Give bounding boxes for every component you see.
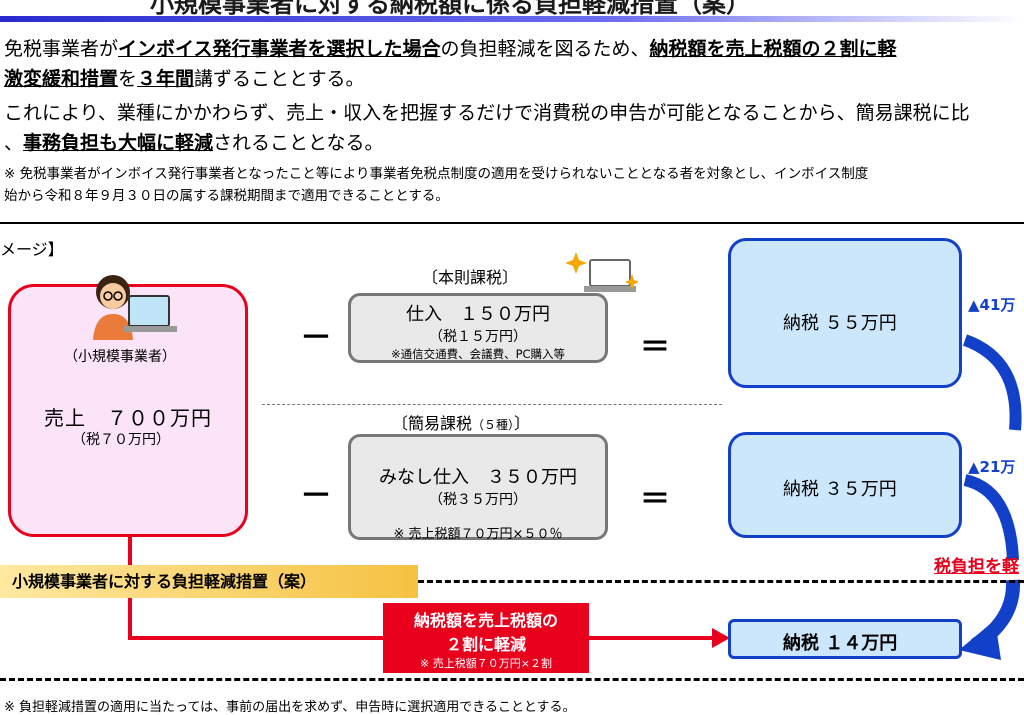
reduction-diff: ▲41万: [968, 296, 1016, 314]
kani-result-box: 納税 ３５万円: [728, 432, 962, 538]
reduction-box: 納税額を売上税額の ２割に軽減 ※ 売上税額７０万円×２割: [383, 603, 589, 673]
minus-sign: －: [300, 476, 333, 514]
emphasis: 激変緩和措置: [4, 68, 119, 90]
reduction-diff: ▲21万: [968, 458, 1016, 476]
note: ※ 免税事業者がインボイス発行事業者となったこと等により事業者免税点制度の適用を…: [4, 163, 868, 207]
reduction-line: ２割に軽減: [445, 635, 526, 654]
result-amount: 納税 １４万円: [783, 633, 898, 654]
business-box: [8, 284, 248, 537]
measure-label: 小規模事業者に対する負担軽減措置（案）: [0, 565, 418, 598]
text: （５種）: [472, 418, 515, 432]
divider: [0, 222, 1024, 224]
kani-label: 〔簡易課税（５種）〕: [392, 410, 530, 434]
laptop-sparkle-icon: [566, 252, 639, 292]
final-result-box: 納税 １４万円: [728, 619, 962, 659]
text: これにより、業種にかかわらず、売上・収入を把握するだけで消費税の申告が可能となる…: [4, 102, 970, 124]
result-amount: 納税 ３５万円: [783, 479, 897, 500]
burden-label: 税負担を軽: [934, 557, 1019, 577]
purchase-amount: 仕入 １５０万円: [406, 304, 550, 325]
arrow-right-icon: [712, 628, 730, 648]
reduction-line: 納税額を売上税額の: [413, 611, 558, 630]
dashed-line: [418, 580, 1024, 583]
curved-arrow-icon: [959, 334, 1022, 660]
text: 講ずることとする。: [194, 68, 365, 90]
note-line: 始から令和８年９月３０日の属する課税期間まで適用できることとする。: [4, 188, 449, 204]
paragraph-1: 免税事業者がインボイス発行事業者を選択した場合の負担軽減を図るため、納税額を売上…: [4, 34, 896, 94]
person-laptop-icon: [93, 275, 177, 340]
text: を: [118, 68, 138, 90]
minus-sign: －: [300, 318, 333, 356]
honsoku-result-box: 納税 ５５万円: [728, 238, 962, 388]
kani-purchase-box: みなし仕入 ３５０万円 （税３５万円） ※ 売上税額７０万円×５０％: [348, 434, 608, 542]
result-amount: 納税 ５５万円: [783, 313, 897, 334]
note-line: ※ 免税事業者がインボイス発行事業者となったこと等により事業者免税点制度の適用を…: [4, 166, 869, 182]
title-bar: 小規模事業者に対する納税額に係る負担軽減措置（案）: [0, 0, 1024, 26]
text: 〕: [514, 414, 531, 433]
text: 、: [4, 132, 24, 154]
honsoku-purchase-box: 仕入 １５０万円 （税１５万円） ※通信交通費、会議費、PC購入等: [348, 293, 608, 363]
sales-tax: （税７０万円）: [72, 432, 170, 448]
honsoku-label: 〔本則課税〕: [422, 268, 519, 287]
purchase-detail: ※ 売上税額７０万円×５０％: [393, 527, 563, 542]
equals-sign: ＝: [640, 482, 670, 517]
page-title: 小規模事業者に対する納税額に係る負担軽減措置（案）: [150, 0, 750, 18]
text: 〔簡易課税: [392, 414, 473, 433]
emphasis: ３年間: [137, 68, 195, 90]
purchase-detail: ※通信交通費、会議費、PC購入等: [390, 347, 566, 361]
sales-amount: 売上 ７００万円: [44, 406, 212, 430]
purchase-tax: （税１５万円）: [429, 329, 527, 345]
paragraph-2: これにより、業種にかかわらず、売上・収入を把握するだけで消費税の申告が可能となる…: [4, 98, 970, 158]
emphasis: インボイス発行事業者を選択した場合: [118, 38, 441, 60]
purchase-amount: みなし仕入 ３５０万円: [379, 467, 577, 488]
text: の負担軽減を図るため、: [440, 38, 650, 60]
dashed-line: [0, 678, 1024, 681]
purchase-tax: （税３５万円）: [429, 492, 527, 508]
title-underline: [0, 16, 1024, 22]
business-type-label: （小規模事業者）: [64, 349, 176, 365]
text: されることとなる。: [213, 132, 384, 154]
footer-note: ※ 負担軽減措置の適用に当たっては、事前の届出を求めず、申告時に選択適用できるこ…: [4, 700, 576, 715]
reduction-detail: ※ 売上税額７０万円×２割: [420, 657, 552, 670]
text: 免税事業者が: [4, 38, 119, 60]
image-label: メージ】: [0, 240, 64, 259]
emphasis: 納税額を売上税額の２割に軽: [649, 38, 897, 60]
emphasis: 事務負担も大幅に軽減: [23, 132, 214, 154]
equals-sign: ＝: [640, 330, 670, 365]
separator: [262, 404, 722, 405]
